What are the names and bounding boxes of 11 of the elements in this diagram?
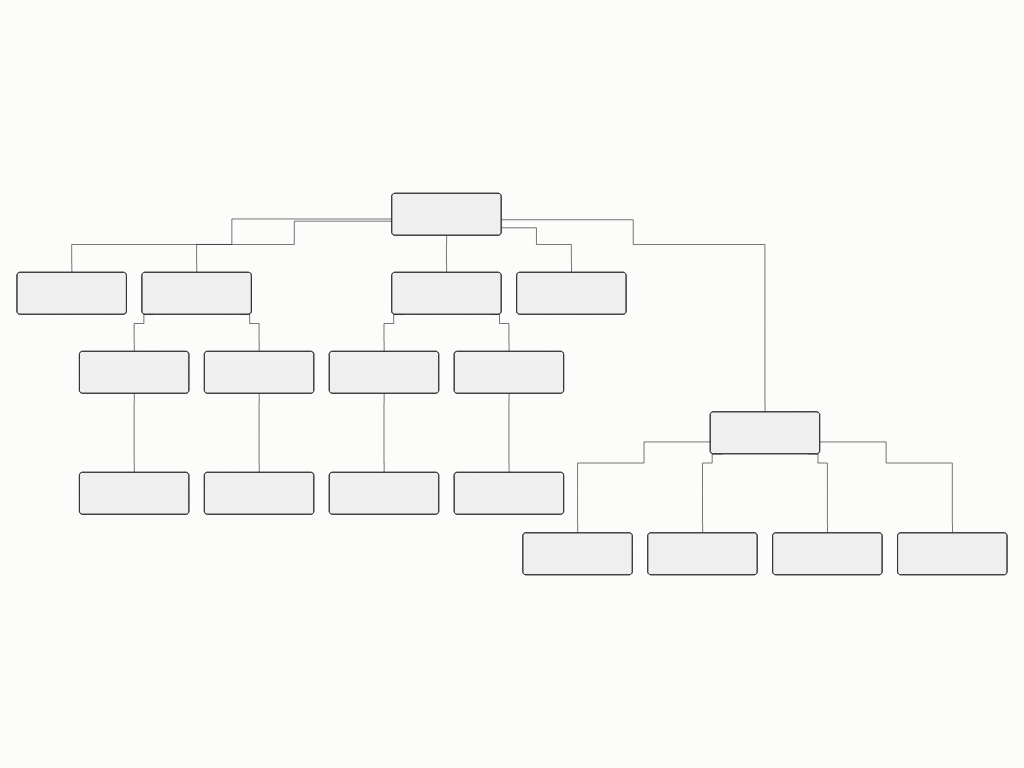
- connector: [508, 393, 510, 473]
- connector: [577, 441, 711, 534]
- connector: [258, 393, 260, 473]
- connector: [819, 441, 953, 534]
- connector: [383, 393, 385, 473]
- connector: [501, 227, 572, 273]
- connector: [446, 235, 448, 273]
- connector: [133, 393, 135, 473]
- connector: [71, 218, 393, 273]
- connector: [501, 219, 766, 413]
- connector: [196, 220, 393, 273]
